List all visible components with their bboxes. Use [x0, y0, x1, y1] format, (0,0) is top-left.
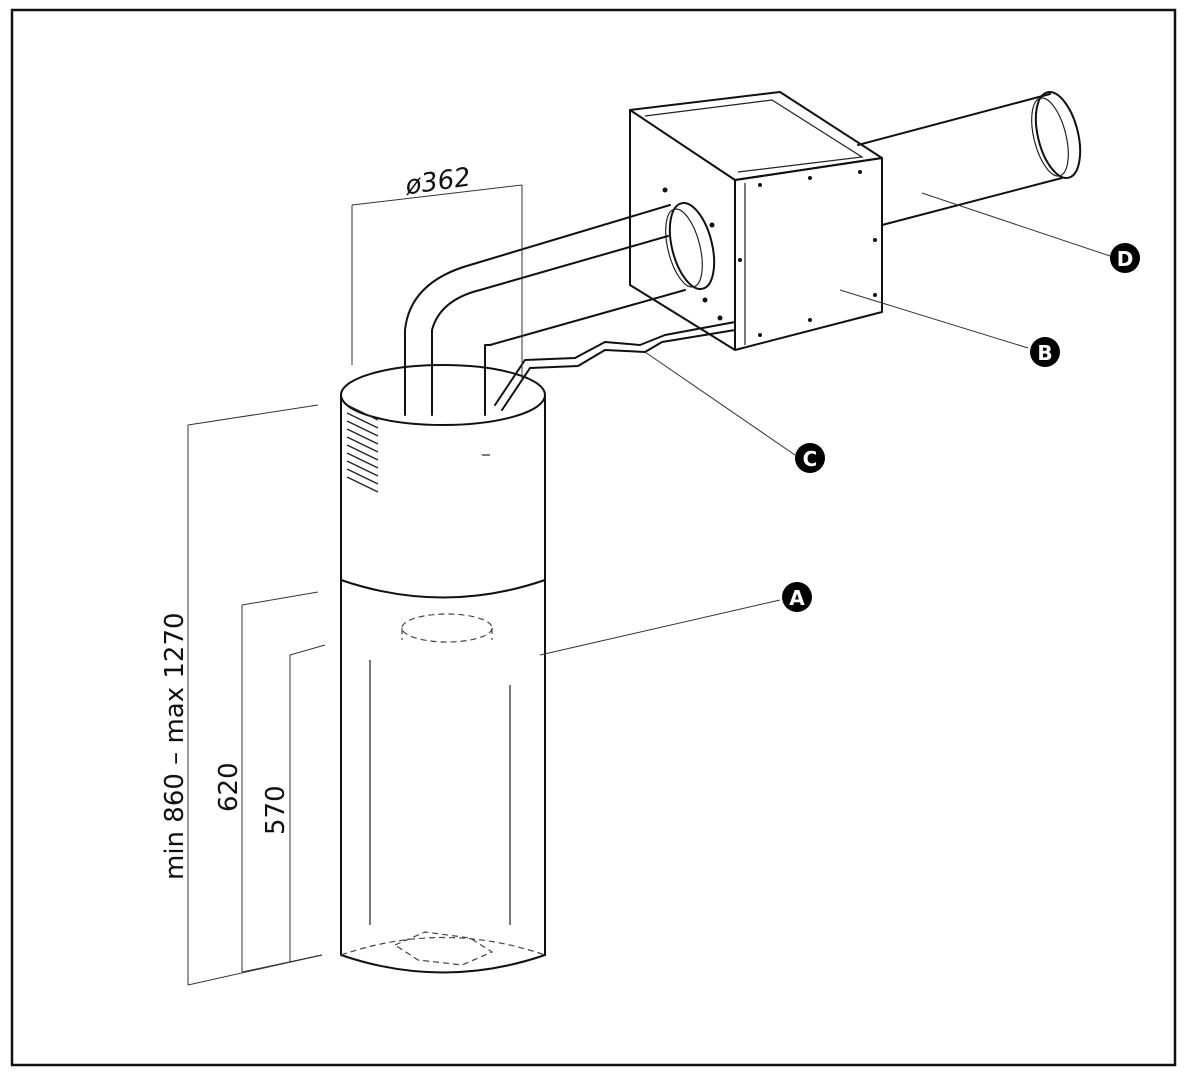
diameter-label: ø362 — [403, 162, 473, 201]
diagram-border — [10, 8, 1177, 1067]
total-height-label: min 860 – max 1270 — [160, 612, 190, 880]
inlet-duct — [404, 202, 716, 416]
svg-text:A: A — [789, 586, 805, 610]
power-cable-c — [494, 321, 736, 411]
height-dimensions: min 860 – max 1270 620 570 — [160, 404, 326, 986]
svg-text:C: C — [803, 447, 818, 471]
exhaust-duct-d — [857, 91, 1082, 226]
callout-a: A — [782, 582, 812, 612]
callout-d: D — [1110, 243, 1140, 273]
height-570-label: 570 — [261, 785, 291, 835]
motor-box-b — [629, 91, 883, 351]
callout-c: C — [795, 443, 825, 473]
leader-lines — [539, 192, 1111, 656]
svg-text:D: D — [1117, 247, 1134, 271]
diameter-dimension: ø362 — [351, 162, 523, 380]
height-620-label: 620 — [214, 762, 244, 812]
hood-cylinder-a — [340, 364, 546, 974]
callout-b: B — [1030, 337, 1060, 367]
svg-text:B: B — [1037, 341, 1052, 365]
